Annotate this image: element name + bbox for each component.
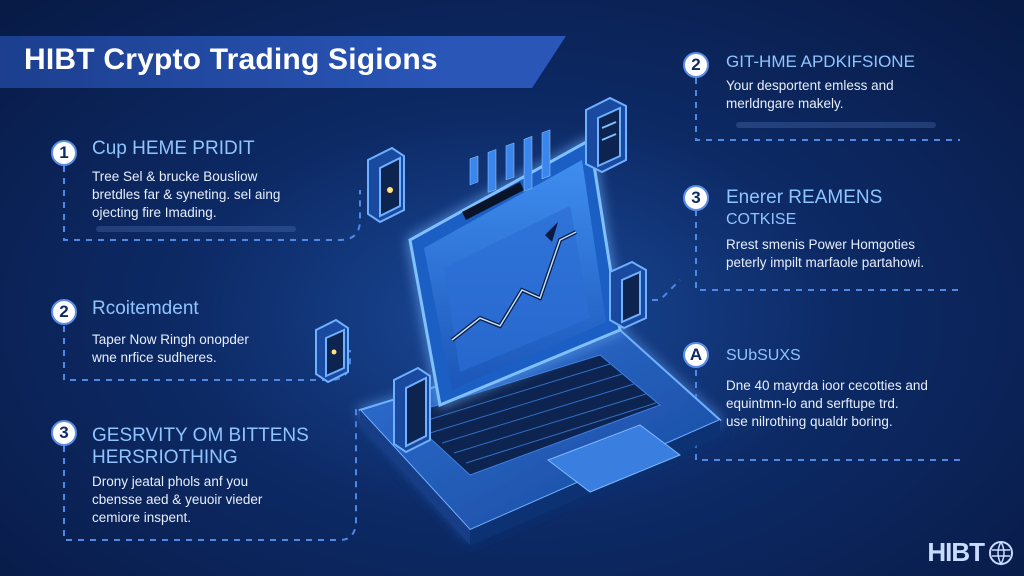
- page-title: HIBT Crypto Trading Sigions: [24, 43, 438, 76]
- right-item-2-badge: 3: [683, 185, 709, 211]
- left-item-1-body: Tree Sel & brucke Bousliow bretdles far …: [92, 169, 281, 220]
- right-item-3-badge: A: [683, 342, 709, 368]
- right-item-1-heading: GIT-HME APDKIFSIONE: [726, 52, 915, 71]
- server-icon: [315, 96, 647, 454]
- right-item-1-placeholder-line: [736, 122, 936, 128]
- right-item-2-heading: Enerer REAMENS COTKISE: [726, 187, 883, 228]
- left-item-2-badge: 2: [51, 299, 77, 325]
- left-item-3-badge: 3: [51, 420, 77, 446]
- hibt-logo: HIBT: [927, 537, 985, 567]
- left-item-2-heading: Rcoitemdent: [92, 298, 199, 319]
- title-banner: [0, 36, 566, 88]
- right-item-3-body: Dne 40 mayrda ioor cecotties and equintm…: [726, 378, 928, 429]
- right-item-3-heading: SUbSUXS: [726, 347, 801, 364]
- left-item-3-body: Drony jeatal phols anf you cbensse aed &…: [92, 474, 263, 525]
- right-item-1-badge: 2: [683, 52, 709, 78]
- left-item-1-placeholder-line: [96, 226, 296, 232]
- left-item-1-badge: 1: [51, 140, 77, 166]
- right-item-2-body: Rrest smenis Power Homgoties peterly imp…: [726, 237, 925, 270]
- left-item-2-body: Taper Now Ringh onopder wne nrfice sudhe…: [92, 332, 249, 365]
- logo-globe-icon: [989, 541, 1013, 566]
- left-item-1-heading: Cup HEME PRIDIT: [92, 138, 255, 159]
- right-item-1-body: Your desportent emless and merldngare ma…: [726, 78, 894, 111]
- left-item-3-heading: GESRVITY OM BITTENS HERSRIOTHING: [92, 425, 309, 468]
